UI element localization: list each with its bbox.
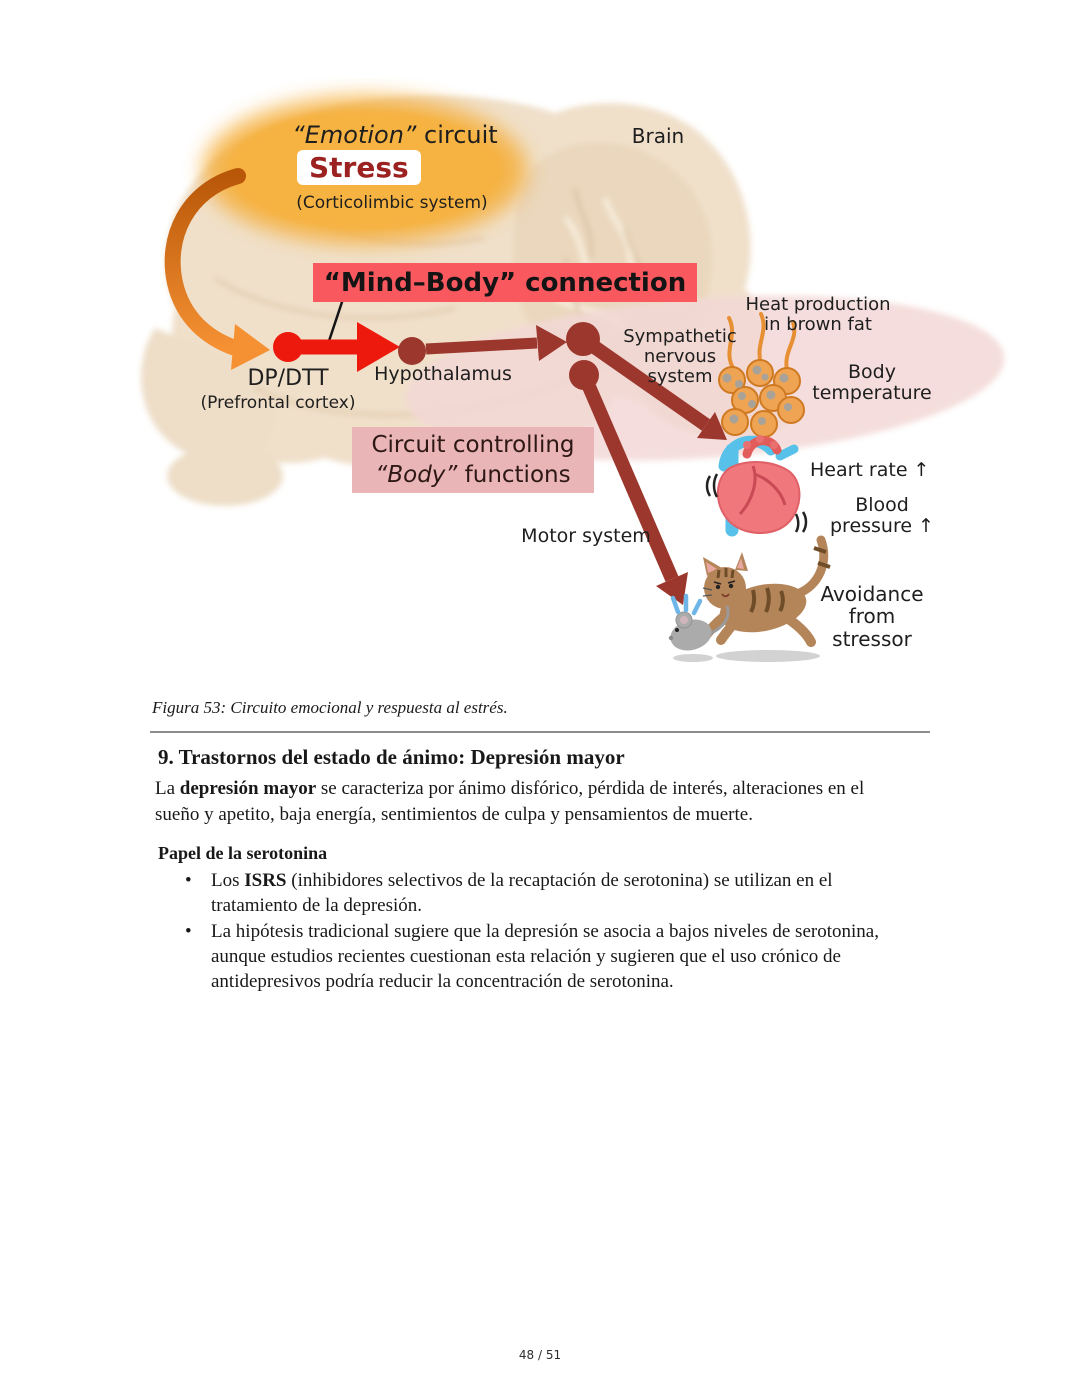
hypothalamus-node (398, 337, 426, 365)
body-circuit-banner: Circuit controlling “Body” functions (352, 427, 594, 493)
dpdtt-node (273, 332, 303, 362)
mind-body-pointer-line (325, 292, 347, 348)
mouse-illustration (668, 593, 730, 662)
hypothalamus-to-junction-arrow (398, 325, 567, 365)
brain-label: Brain (631, 124, 685, 148)
startle-marks (670, 593, 703, 616)
section-heading: 9. Trastornos del estado de ánimo: Depre… (158, 745, 625, 769)
list-item: Los ISRS (inhibidores selectivos de la r… (183, 868, 913, 918)
avoidance-label: Avoidance from stressor (820, 582, 924, 651)
brain-diagram-graphics (141, 95, 1005, 662)
junction-node-bottom (569, 360, 599, 390)
sub-heading: Papel de la serotonina (158, 843, 328, 863)
list-item: La hipótesis tradicional sugiere que la … (183, 919, 913, 994)
body-temperature-label: Body temperature (812, 361, 932, 405)
quiver-marks-left (705, 473, 719, 498)
cat-illustration (702, 535, 831, 662)
figure-caption: Figura 53: Circuito emocional y respuest… (152, 698, 508, 717)
sympathetic-junction (566, 322, 727, 605)
brown-fat-illustration (718, 312, 805, 438)
dpdtt-to-hypothalamus-arrow (273, 322, 400, 372)
heart-rate-label: Heart rate ↑ (810, 459, 930, 481)
hypothalamus-label: Hypothalamus (374, 363, 512, 385)
stress-to-dpdtt-arrow (164, 168, 270, 370)
blood-pressure-label: Blood pressure ↑ (829, 494, 935, 538)
page-number: 48 / 51 (518, 1348, 562, 1362)
heat-production-label: Heat production in brown fat (745, 294, 891, 336)
serotonin-bullet-list: Los ISRS (inhibidores selectivos de la r… (183, 868, 913, 995)
motor-system-label: Motor system (521, 525, 651, 547)
sympathetic-label: Sympathetic nervous system (623, 326, 737, 388)
mouse-shadow (673, 654, 713, 662)
corticolimbic-label: (Corticolimbic system) (296, 193, 488, 213)
heart-illustration (705, 435, 808, 537)
junction-node-top (566, 322, 600, 356)
dp-dtt-label: DP/DTT (247, 366, 329, 391)
section-divider (150, 731, 930, 733)
mind-body-banner: “Mind–Body” connection (313, 263, 697, 302)
quiver-marks-right (794, 511, 808, 533)
stress-label: Stress (297, 150, 421, 185)
figure-emotion-circuit: “Emotion” circuit Stress (Corticolimbic … (135, 78, 1015, 690)
cat-shadow (716, 650, 820, 662)
prefrontal-cortex-label: (Prefrontal cortex) (200, 393, 356, 413)
intro-paragraph: La depresión mayor se caracteriza por án… (155, 778, 865, 825)
emotion-circuit-label: “Emotion” circuit (292, 121, 498, 149)
